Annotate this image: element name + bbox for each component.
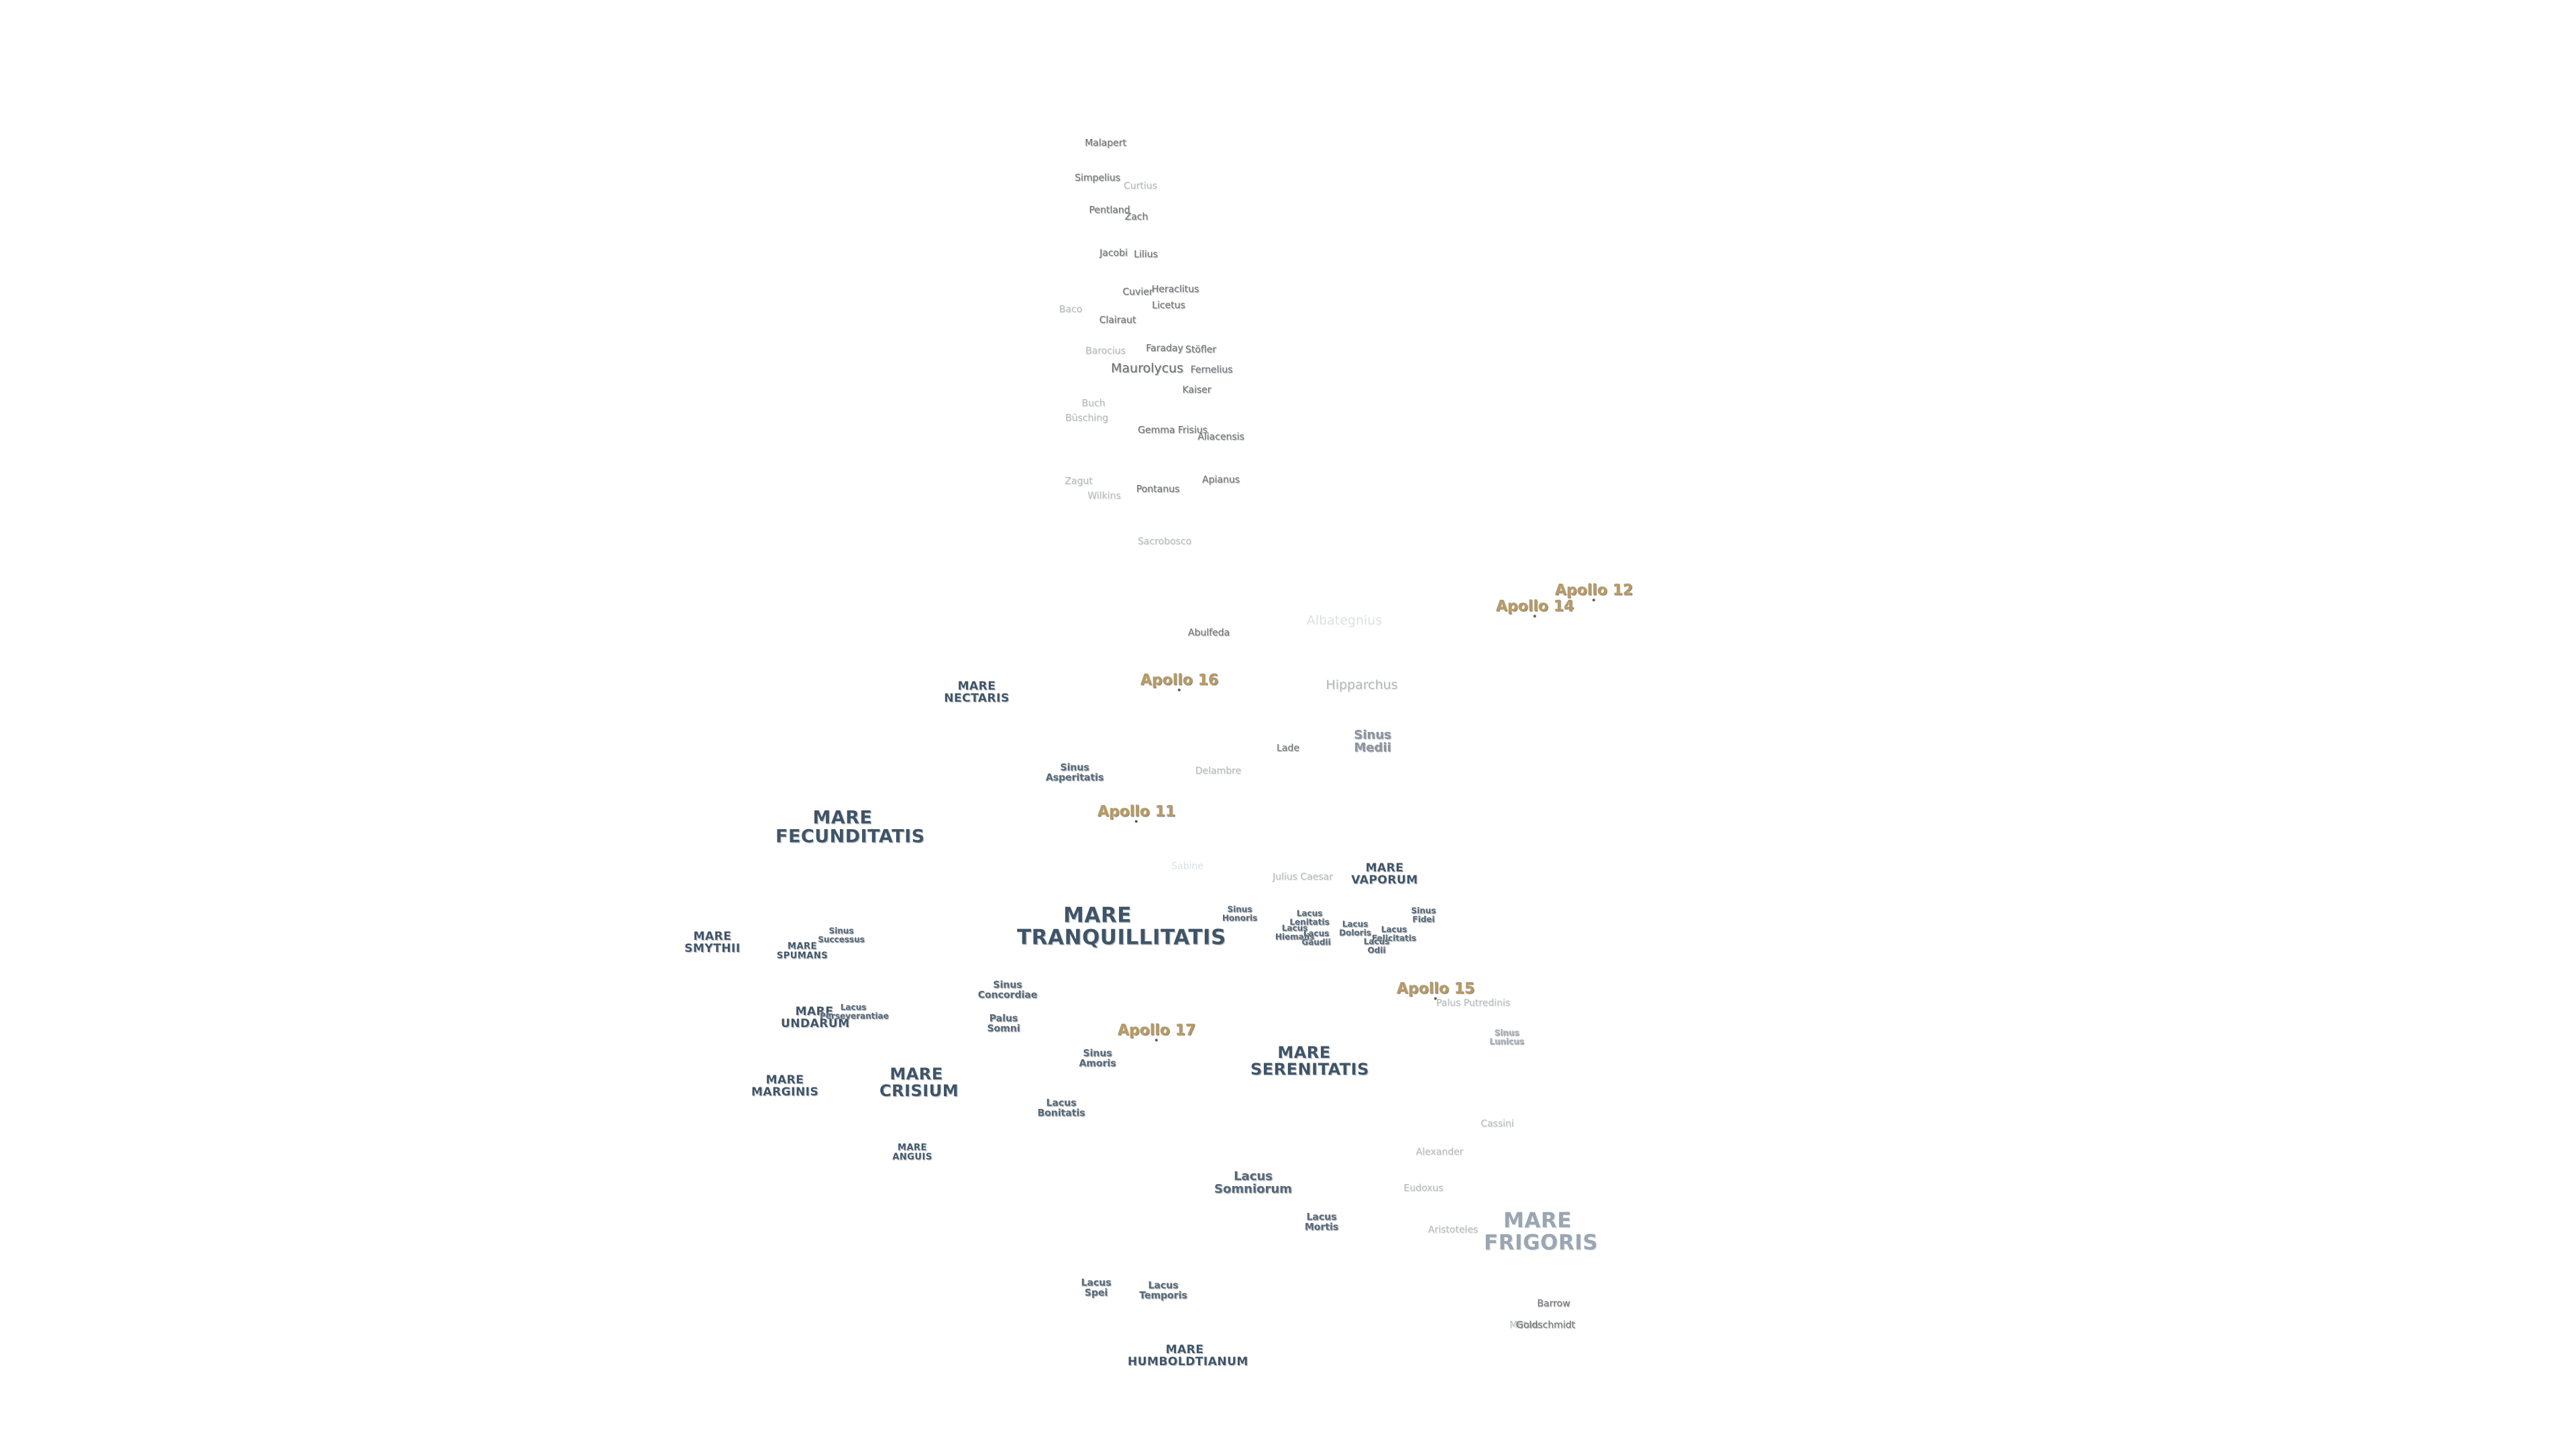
mare-fecunditatis-label: MARE FECUNDITATIS [775, 807, 925, 847]
sinus-asperitatis-label: Sinus Asperitatis [1045, 762, 1104, 783]
crater-licetus: Licetus [1152, 300, 1185, 311]
lacus-gaudii-label: Lacus Gaudii [1301, 928, 1331, 947]
lacus-hiemalis-label: Lacus Hiemalis [1275, 923, 1315, 941]
crater-gemma-frisius: Gemma Frisius [1138, 425, 1208, 436]
crater-alexander: Alexander [1415, 1146, 1464, 1158]
apollo-11-marker[interactable]: Apollo 11 [1097, 803, 1176, 823]
crater-pentland: Pentland [1089, 205, 1130, 216]
crater-barrow: Barrow [1537, 1298, 1570, 1309]
lacus-spei-label: Lacus Spei [1081, 1277, 1112, 1298]
crater-lilius: Lilius [1134, 249, 1158, 260]
crater-faraday: Faraday [1146, 343, 1183, 354]
mare-marginis-label: MARE MARGINIS [751, 1073, 819, 1099]
crater-kaiser: Kaiser [1182, 384, 1212, 396]
lacus-mortis-label: Lacus Mortis [1304, 1212, 1339, 1232]
sinus-fidei-label: Sinus Fidei [1411, 906, 1436, 924]
crater-sacrobosco: Sacrobosco [1137, 536, 1192, 547]
mare-tranquillitatis-label: MARE TRANQUILLITATIS [1017, 903, 1226, 949]
palus-somni-label: Palus Somni [987, 1013, 1020, 1034]
palus-putredinis-label: Palus Putredinis [1436, 998, 1511, 1009]
mare-anguis-label: MARE ANGUIS [892, 1142, 932, 1162]
apollo-14-marker[interactable]: Apollo 14 [1495, 598, 1574, 618]
crater-apianus: Apianus [1202, 474, 1240, 486]
lacus-lenitatis-label: Lacus Lenitatis [1289, 908, 1330, 926]
crater-hipparchus: Hipparchus [1326, 678, 1398, 693]
crater-albategnius: Albategnius [1306, 613, 1383, 629]
crater-eudoxus: Eudoxus [1403, 1183, 1444, 1194]
apollo-16-marker[interactable]: Apollo 16 [1140, 672, 1219, 692]
lacus-somniorum-label: Lacus Somniorum [1214, 1169, 1292, 1196]
sinus-concordiae-label: Sinus Concordiae [977, 979, 1038, 1000]
crater-abulfeda: Abulfeda [1187, 627, 1230, 639]
crater-cassini: Cassini [1481, 1118, 1514, 1130]
crater-lade: Lade [1277, 743, 1299, 754]
crater-barocius: Barocius [1085, 345, 1126, 357]
apollo-12-marker[interactable]: Apollo 12 [1554, 582, 1633, 602]
crater-aliacensis: Aliacensis [1197, 431, 1244, 443]
lacus-felicitatis-label: Lacus Felicitatis [1371, 924, 1417, 943]
crater-maurolycus: Maurolycus [1110, 361, 1184, 376]
sinus-lunicus-label: Sinus Lunicus [1489, 1028, 1524, 1046]
sinus-successus-label: Sinus Successus [818, 926, 865, 944]
crater-meton: Meton [1509, 1320, 1539, 1331]
crater-goldschmidt: Goldschmidt [1516, 1320, 1575, 1331]
crater-wilkins: Wilkins [1087, 490, 1121, 502]
crater-pontanus: Pontanus [1136, 484, 1180, 495]
crater-simpelius: Simpelius [1075, 172, 1120, 184]
crater-heraclitus: Heraclitus [1151, 284, 1199, 295]
crater-stofler: Stöfler [1185, 344, 1217, 356]
crater-delambre: Delambre [1195, 765, 1242, 777]
crater-baco: Baco [1059, 304, 1083, 315]
mare-vaporum-label: MARE VAPORUM [1351, 861, 1418, 887]
lacus-temporis-label: Lacus Temporis [1139, 1280, 1187, 1301]
lacus-doloris-label: Lacus Doloris [1339, 919, 1371, 937]
sinus-honoris-label: Sinus Honoris [1222, 904, 1258, 922]
sinus-amoris-label: Sinus Amoris [1079, 1048, 1116, 1069]
crater-aristoteles: Aristoteles [1428, 1224, 1479, 1236]
crater-curtius: Curtius [1124, 180, 1157, 192]
crater-clairaut: Clairaut [1099, 315, 1136, 326]
crater-zach: Zach [1124, 211, 1148, 223]
mare-frigoris-label: MARE FRIGORIS [1484, 1208, 1599, 1254]
mare-humboldtianum-label: MARE HUMBOLDTIANUM [1128, 1343, 1248, 1368]
mare-spumans-label: MARE SPUMANS [776, 941, 828, 961]
crater-buesching: Büsching [1065, 413, 1108, 424]
lacus-bonitatis-label: Lacus Bonitatis [1037, 1097, 1085, 1118]
mare-crisium-label: MARE CRISIUM [879, 1064, 959, 1100]
mare-serenitatis-label: MARE SERENITATIS [1250, 1042, 1369, 1079]
crater-buch: Buch [1081, 398, 1106, 409]
mare-undarum-label: MARE UNDARUM [781, 1005, 850, 1030]
crater-zagut: Zagut [1065, 476, 1093, 487]
apollo-17-marker[interactable]: Apollo 17 [1117, 1022, 1196, 1042]
crater-cuvier: Cuvier [1122, 286, 1153, 298]
crater-julius-caesar: Julius Caesar [1273, 871, 1333, 883]
crater-jacobi: Jacobi [1099, 248, 1128, 259]
crater-sabine: Sabine [1171, 861, 1203, 872]
mare-smythii-label: MARE SMYTHII [684, 930, 741, 955]
sinus-medii-label: Sinus Medii [1354, 728, 1391, 755]
mare-nectaris-label: MARE NECTARIS [944, 680, 1010, 705]
crater-fernelius: Fernelius [1190, 364, 1233, 376]
apollo-15-marker[interactable]: Apollo 15 [1396, 980, 1475, 1000]
lacus-odii-label: Lacus Odii [1363, 936, 1390, 955]
lacus-perseverantiae-label: Lacus Perseverantiae [820, 1002, 889, 1020]
crater-malapert: Malapert [1085, 138, 1126, 149]
